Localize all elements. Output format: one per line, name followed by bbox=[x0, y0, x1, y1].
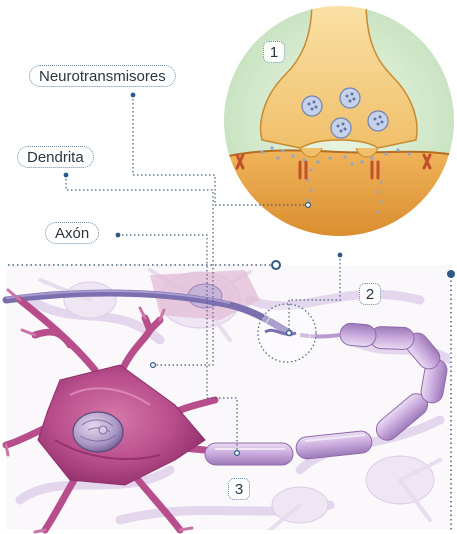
callout-3: 3 bbox=[228, 478, 250, 500]
axon-segments bbox=[204, 322, 448, 466]
callout-1: 1 bbox=[263, 41, 285, 63]
callout-2: 2 bbox=[359, 283, 381, 305]
released-neurotransmitters bbox=[260, 146, 411, 214]
synaptic-vesicles bbox=[301, 87, 389, 139]
label-dendrite: Dendrita bbox=[17, 146, 94, 168]
panel-frame bbox=[8, 260, 455, 530]
leader-lines bbox=[65, 95, 341, 453]
incoming-axon bbox=[2, 289, 294, 337]
postsynaptic-membrane bbox=[223, 150, 455, 237]
label-axon: Axón bbox=[45, 222, 100, 244]
synapse-inset bbox=[222, 4, 456, 238]
background-neurons bbox=[6, 265, 450, 530]
nucleus bbox=[72, 411, 124, 453]
label-neurotransmitters: Neurotransmisores bbox=[29, 65, 176, 87]
receptors bbox=[235, 153, 432, 180]
main-neuron bbox=[2, 288, 219, 534]
